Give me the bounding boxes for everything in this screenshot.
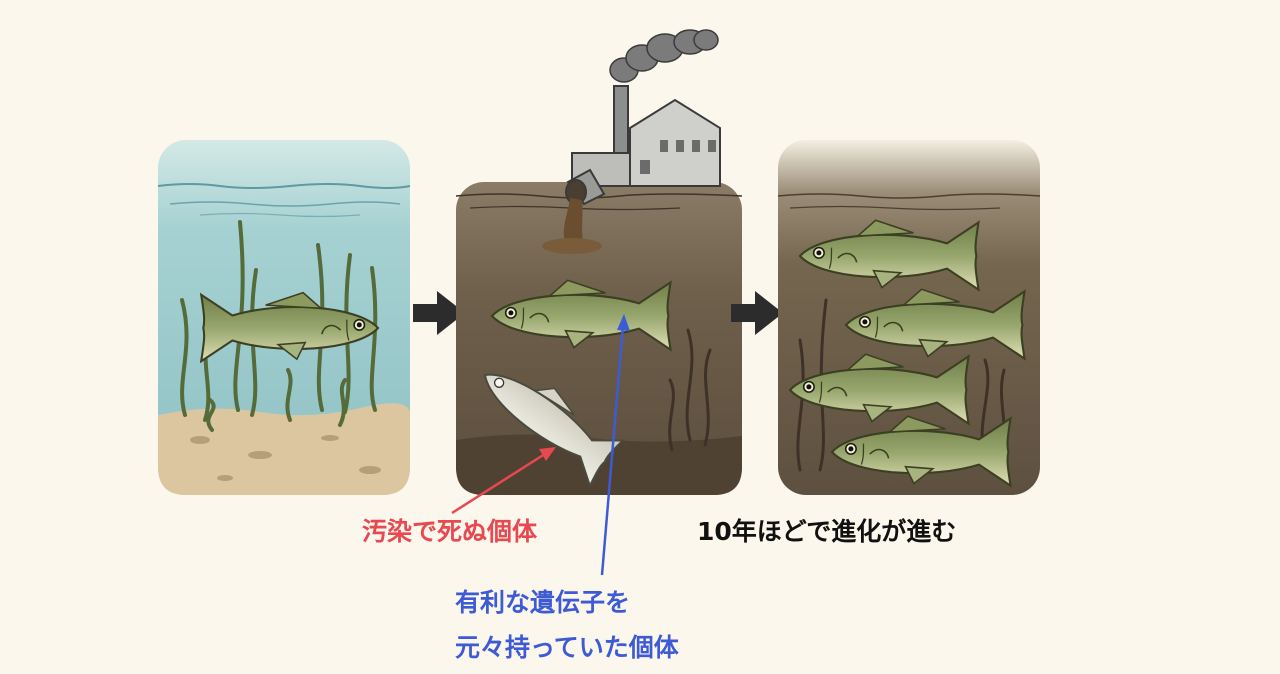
seaweed-icon xyxy=(668,328,712,452)
factory-icon xyxy=(571,85,721,187)
annotation-arrow-favorable xyxy=(600,314,630,576)
label-favorable-gene: 有利な遺伝子を 元々持っていた個体 xyxy=(455,580,679,670)
label-favorable-gene-line1: 有利な遺伝子を xyxy=(455,588,631,617)
label-favorable-gene-line2: 元々持っていた個体 xyxy=(455,633,679,662)
annotation-arrow-dead xyxy=(451,447,556,515)
smoke-icon xyxy=(609,29,719,83)
label-dead-by-pollution: 汚染で死ぬ個体 xyxy=(362,517,538,546)
panel-polluted-water xyxy=(455,29,743,495)
panel-clean-water xyxy=(157,140,411,495)
dead-fish-icon xyxy=(483,373,626,489)
label-evolution-in-10-years: 10年ほどで進化が進む xyxy=(697,517,957,546)
panel-evolved-population xyxy=(777,140,1041,495)
drain-pipe-icon xyxy=(542,168,606,254)
